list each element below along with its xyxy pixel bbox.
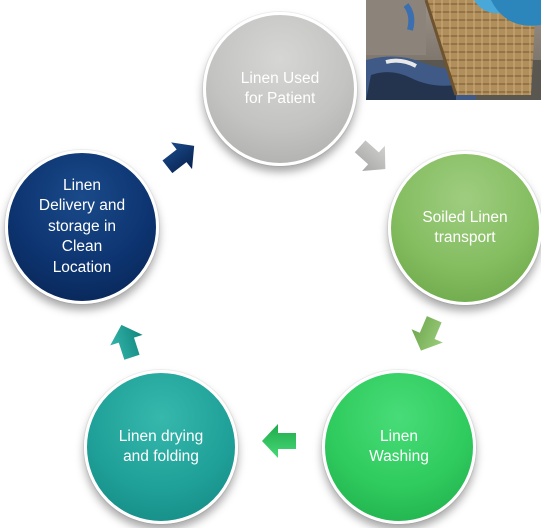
node-drying-folding-label: Linen drying and folding [118, 427, 204, 465]
node-linen-used: Linen Used for Patient [203, 12, 357, 166]
node-delivery-storage: Linen Delivery and storage in Clean Loca… [5, 150, 159, 304]
laundry-basket-image [366, 0, 541, 100]
arrow-soiled-to-washing [411, 316, 443, 351]
node-linen-washing-label: Linen Washing [369, 427, 429, 465]
arrow-drying-to-delivery [110, 324, 143, 360]
node-linen-used-label: Linen Used for Patient [240, 69, 320, 107]
arrow-used-to-soiled [354, 140, 386, 171]
laundry-basket-photo [366, 0, 541, 100]
node-delivery-storage-label: Linen Delivery and storage in Clean Loca… [38, 176, 126, 276]
node-soiled-transport-label: Soiled Linen transport [422, 208, 508, 246]
arrow-washing-to-drying [262, 424, 296, 458]
node-linen-washing: Linen Washing [322, 370, 476, 524]
arrow-delivery-to-used [162, 142, 195, 174]
node-soiled-transport: Soiled Linen transport [388, 151, 541, 305]
node-drying-folding: Linen drying and folding [84, 370, 238, 524]
